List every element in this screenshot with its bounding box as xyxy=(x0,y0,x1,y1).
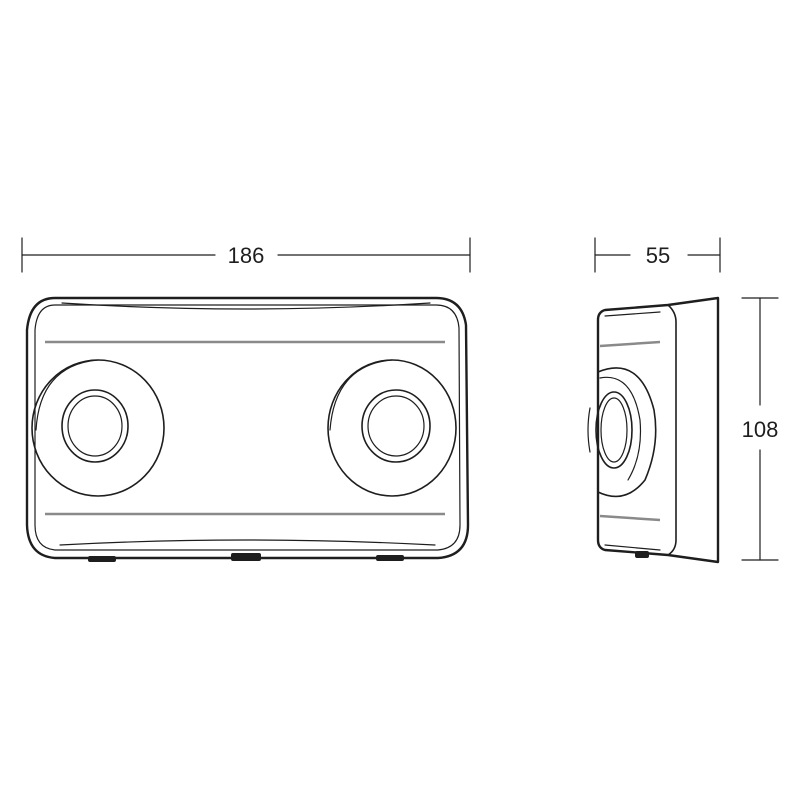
side-upper-groove xyxy=(599,340,661,348)
front-face-outline xyxy=(34,304,461,551)
front-bottom-lip xyxy=(59,539,436,546)
front-view: 186 xyxy=(21,237,471,562)
side-lower-groove xyxy=(599,514,661,522)
left-lamp-head xyxy=(31,359,165,497)
side-bottom-clip xyxy=(635,551,649,558)
front-bottom-clip-left xyxy=(88,556,116,562)
side-front-chamfer xyxy=(604,311,661,551)
side-body-outline xyxy=(596,296,720,564)
side-lamp-head xyxy=(587,367,657,498)
front-bottom-clip-right xyxy=(376,555,404,561)
depth-dimension-label: 55 xyxy=(646,243,670,268)
front-body-outline xyxy=(25,296,470,560)
right-lamp-head xyxy=(327,359,457,497)
front-bottom-clip-center xyxy=(231,553,261,561)
width-dimension-label: 186 xyxy=(228,243,265,268)
height-dimension: 108 xyxy=(741,297,779,561)
width-dimension: 186 xyxy=(21,237,471,273)
height-dimension-label: 108 xyxy=(742,417,779,442)
front-top-lip xyxy=(61,302,431,310)
depth-dimension: 55 xyxy=(594,237,721,273)
side-back-edge xyxy=(667,304,677,556)
side-view: 55 108 xyxy=(587,237,779,564)
